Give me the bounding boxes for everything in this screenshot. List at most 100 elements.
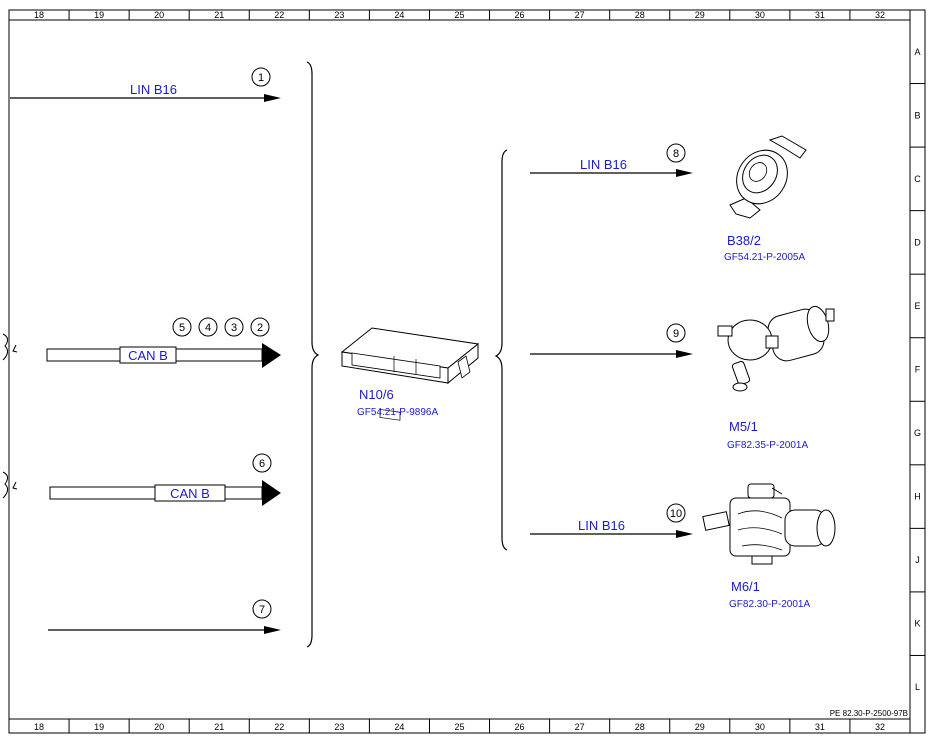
callout-num-8: 8	[673, 148, 679, 160]
grid-col-label-bottom: 25	[454, 722, 464, 732]
washer-pump-icon	[717, 305, 835, 392]
wiper-motor-icon	[702, 483, 836, 565]
callout-num-2: 2	[257, 322, 263, 334]
lin-label-8: LIN B16	[580, 157, 627, 172]
component-id-m5-1: M5/1	[729, 419, 758, 434]
grid-col-label-top: 24	[394, 10, 404, 20]
grid-col-label-bottom: 20	[154, 722, 164, 732]
control-unit-id: N10/6	[359, 387, 394, 402]
connection-7: 7	[8, 599, 281, 652]
component-ref-b38-2: GF54.21-P-2005A	[724, 252, 805, 263]
grid-row-label: E	[914, 301, 920, 311]
arrow-head-icon	[264, 94, 281, 102]
connection-can-b-2: CAN B 6	[2, 453, 281, 506]
callout-circle-6	[252, 453, 272, 473]
grid-col-label-bottom: 18	[34, 722, 44, 732]
grid-col-label-bottom: 29	[695, 722, 705, 732]
connection-can-b-1: CAN B 5 4 3 2	[2, 317, 281, 368]
grid-row-label: L	[915, 682, 920, 692]
grid-col-label-top: 32	[875, 10, 885, 20]
callout-circle-1	[251, 67, 271, 87]
callout-num-4: 4	[205, 322, 211, 334]
component-ref-m6-1: GF82.30-P-2001A	[729, 599, 810, 610]
control-unit-n10-6: N10/6 GF54.21-P-9896A	[340, 327, 480, 421]
callout-circle-4	[198, 317, 218, 337]
grid-row-label: J	[915, 555, 920, 565]
output-10: LIN B16 10 M6/1 GF82.30-P-2001A	[530, 483, 836, 610]
grid-col-label-bottom: 21	[214, 722, 224, 732]
component-ref-m5-1: GF82.35-P-2001A	[727, 440, 808, 451]
control-module-icon	[340, 327, 480, 421]
callout-num-9: 9	[673, 328, 679, 340]
callout-num-5: 5	[179, 322, 185, 334]
grid-col-label-bottom: 31	[815, 722, 825, 732]
input-bracket	[306, 61, 320, 648]
connector-stub-icon	[2, 471, 18, 499]
grid-col-label-top: 30	[755, 10, 765, 20]
output-bracket	[494, 149, 508, 551]
arrow-head-icon	[676, 530, 693, 538]
component-id-b38-2: B38/2	[727, 233, 761, 248]
callout-circle-5	[172, 317, 192, 337]
callout-num-10: 10	[670, 508, 682, 520]
grid-col-label-top: 25	[454, 10, 464, 20]
grid-col-label-top: 27	[575, 10, 585, 20]
can-label-box	[154, 484, 226, 502]
grid-col-label-top: 23	[334, 10, 344, 20]
grid-col-label-bottom: 28	[635, 722, 645, 732]
output-8: LIN B16 8 B38/2 GF54.21-P-2005A	[530, 135, 807, 263]
grid-col-label-top: 18	[34, 10, 44, 20]
grid-col-label-top: 21	[214, 10, 224, 20]
grid-col-label-top: 29	[695, 10, 705, 20]
can-label-2: CAN B	[170, 486, 210, 501]
grid-col-label-bottom: 23	[334, 722, 344, 732]
callout-num-7: 7	[259, 604, 265, 616]
grid-col-label-bottom: 27	[575, 722, 585, 732]
rain-light-sensor-icon	[729, 135, 807, 219]
callout-circle-10	[666, 503, 686, 523]
callout-circle-7	[252, 599, 272, 619]
grid-column-labels-bottom: 18 19 20 21 22 23 24 25 26 27 28 29 30 31 32	[34, 722, 885, 732]
grid-col-label-bottom: 19	[94, 722, 104, 732]
grid-row-label: F	[915, 365, 921, 375]
grid-col-label-bottom: 26	[515, 722, 525, 732]
frame-border	[8, 9, 926, 734]
grid-row-label: G	[914, 428, 921, 438]
component-id-m6-1: M6/1	[731, 579, 760, 594]
grid-row-label: K	[914, 619, 920, 629]
connection-1: LIN B16 1	[10, 67, 281, 102]
grid-col-label-bottom: 22	[274, 722, 284, 732]
grid-row-label: A	[914, 47, 920, 57]
output-9: 9 M5/1 GF82.35-P-2001A	[530, 305, 835, 451]
grid-row-label: D	[914, 237, 921, 247]
arrow-head-icon	[264, 626, 281, 634]
lin-label-10: LIN B16	[578, 518, 625, 533]
grid-col-label-top: 22	[274, 10, 284, 20]
arrow-head-icon	[262, 480, 281, 506]
control-unit-ref: GF54.21-P-9896A	[357, 407, 438, 418]
connector-stub-icon	[2, 333, 18, 361]
grid-col-label-bottom: 30	[755, 722, 765, 732]
callout-circle-2	[250, 317, 270, 337]
grid-col-label-top: 31	[815, 10, 825, 20]
arrow-head-icon	[676, 350, 693, 358]
grid-col-label-top: 28	[635, 10, 645, 20]
grid-col-label-top: 20	[154, 10, 164, 20]
can-label-box	[119, 346, 177, 364]
can-label-1: CAN B	[128, 348, 168, 363]
grid-col-label-top: 26	[515, 10, 525, 20]
callout-num-6: 6	[259, 458, 265, 470]
grid-col-label-bottom: 24	[394, 722, 404, 732]
grid-col-label-bottom: 32	[875, 722, 885, 732]
grid-row-label: B	[914, 110, 920, 120]
arrow-head-icon	[262, 343, 281, 368]
grid-row-label: H	[914, 492, 921, 502]
callout-circle-8	[666, 143, 686, 163]
callout-circle-3	[224, 317, 244, 337]
callout-circle-9	[666, 323, 686, 343]
callout-num-1: 1	[258, 72, 264, 84]
document-reference: PE 82.30-P-2500-97B	[830, 709, 908, 718]
